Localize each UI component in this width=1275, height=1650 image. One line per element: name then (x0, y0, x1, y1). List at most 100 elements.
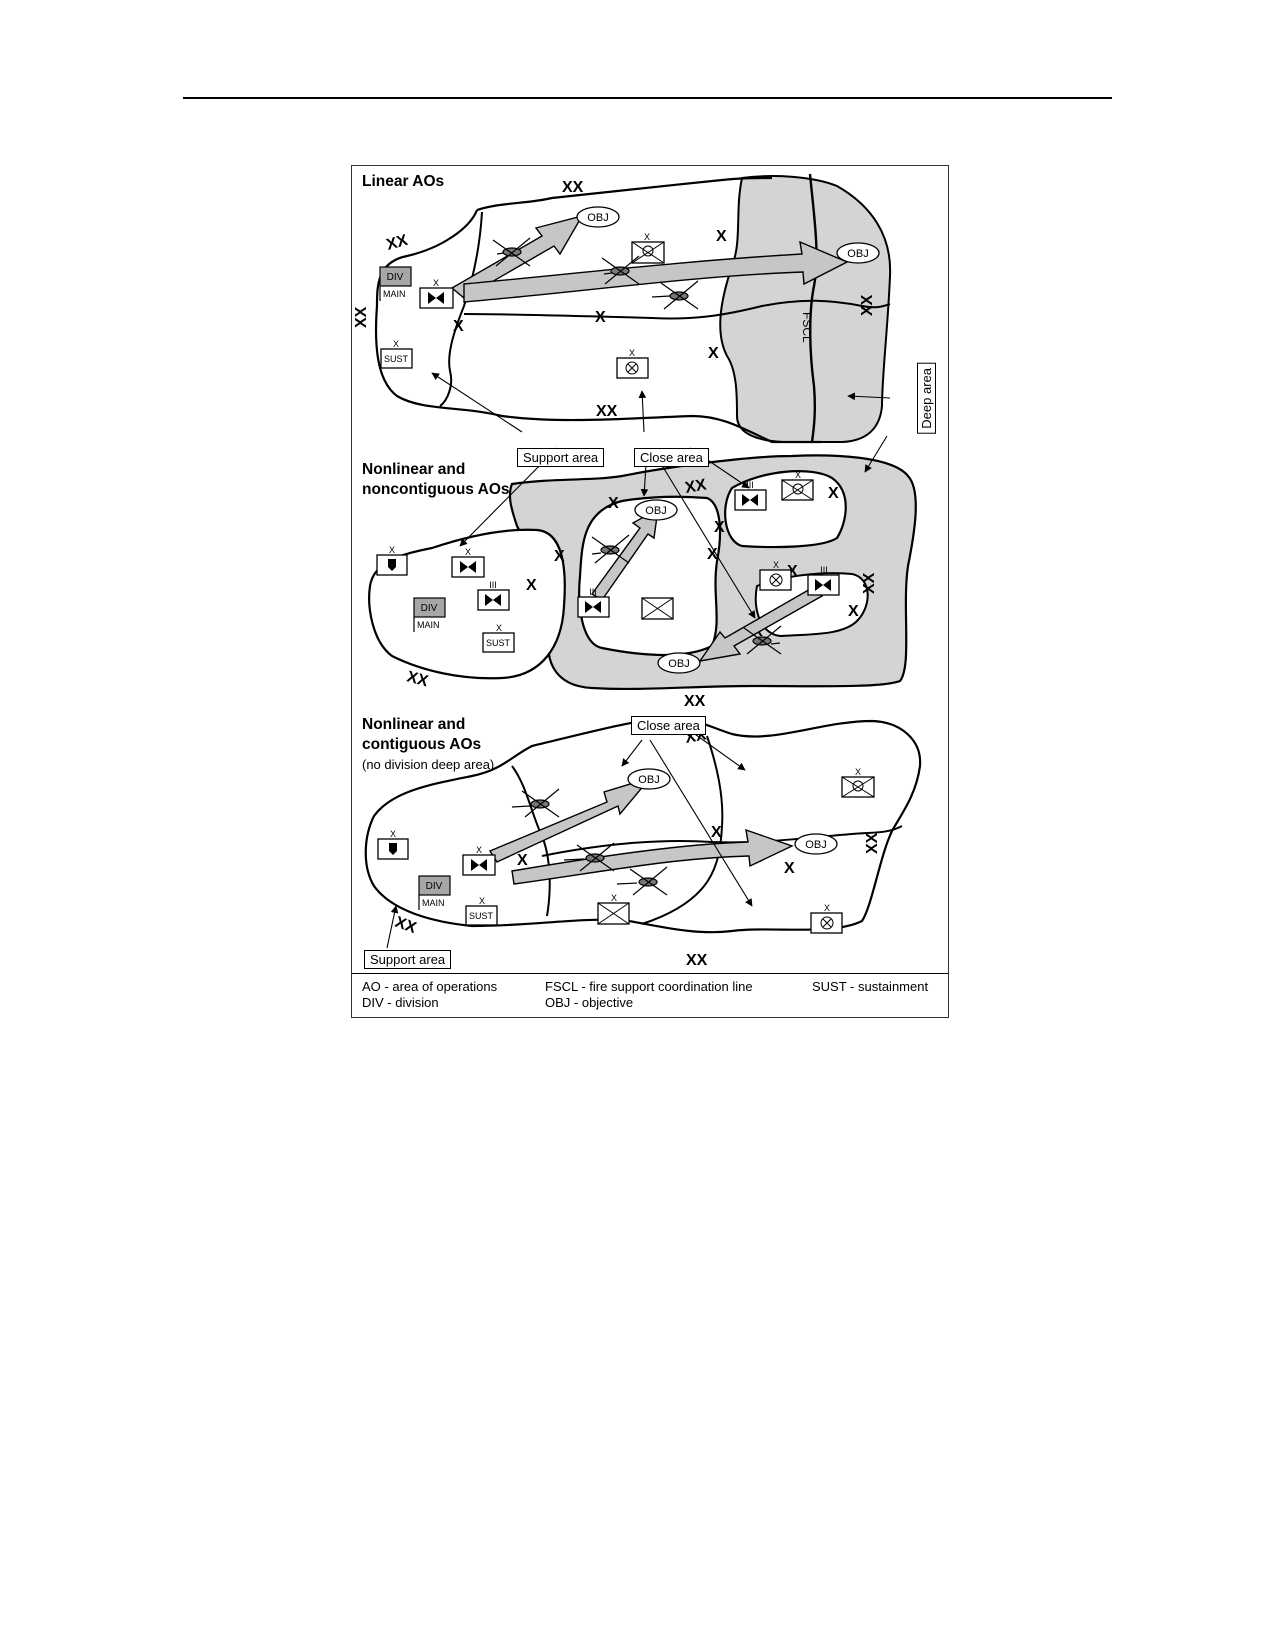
artillery-unit: X (631, 232, 665, 264)
div-label: DIV (421, 603, 438, 614)
echelon-label: X (795, 470, 801, 480)
close-area-leader (691, 731, 746, 771)
echelon-label: X (611, 893, 617, 903)
armor-battalion-unit: III (807, 565, 840, 596)
legend-entry: AO - area of operations (362, 979, 498, 994)
deep-area-shading (719, 175, 892, 443)
echelon-label: III (589, 587, 597, 597)
support-area-leader (431, 372, 523, 433)
brigade-boundary-mark: X (784, 860, 795, 877)
brigade-boundary-mark: X (595, 309, 606, 326)
support-unit: X (376, 545, 408, 576)
echelon-label: X (476, 845, 482, 855)
attack-arrow-obj-north (488, 776, 653, 863)
obj-label: OBJ (587, 212, 608, 224)
deep-area-leader (847, 392, 891, 401)
division-boundary-mark: XX (684, 693, 706, 710)
brigade-boundary-mark: X (828, 485, 839, 502)
legend-entry: DIV - division (362, 995, 439, 1010)
legend-col-1: AO - area of operations DIV - division (362, 979, 497, 1011)
main-label: MAIN (422, 898, 445, 908)
attack-helicopter-icon (511, 788, 560, 818)
division-ao-boundary (364, 716, 922, 934)
ao-diagram-svg: XX XX XX XX XX X X X X FSCL OBJ OBJ DIV … (353, 173, 922, 969)
section-title-noncontiguous-line2: noncontiguous AOs (362, 481, 510, 498)
attack-helicopter-icon (492, 237, 531, 267)
support-area-leader (386, 905, 399, 949)
attack-arrow-obj-southwest (698, 587, 824, 662)
obj-label: OBJ (847, 248, 868, 260)
legend-entry: FSCL - fire support coordination line (545, 979, 753, 994)
close-area-leader (651, 448, 756, 619)
division-boundary-mark: XX (353, 306, 370, 328)
obj-label: OBJ (668, 658, 689, 670)
echelon-label: X (496, 623, 502, 633)
signal-unit: X (759, 560, 792, 591)
brigade-boundary-mark: X (526, 577, 537, 594)
callout-close-area: Close area (631, 716, 706, 735)
signal-unit: X (810, 903, 843, 934)
signal-unit: X (616, 348, 649, 379)
echelon-label: X (629, 348, 635, 358)
echelon-label: X (433, 278, 439, 288)
div-main-command-post: DIV MAIN (413, 597, 446, 632)
linear-brigade-boundary-a (439, 211, 483, 407)
obj-marker: OBJ (576, 206, 620, 228)
legend-divider (352, 973, 948, 974)
division-boundary-mark: XX (405, 668, 430, 690)
echelon-label: X (773, 560, 779, 570)
section-title-contiguous-line1: Nonlinear and (362, 716, 466, 733)
div-label: DIV (426, 881, 443, 892)
attack-arrow-obj-east (511, 828, 794, 885)
echelon-label: III (489, 580, 497, 590)
armor-battalion-unit: III (577, 587, 610, 618)
sust-label: SUST (469, 911, 494, 921)
brigade-ao-center (578, 495, 722, 657)
artillery-unit: X (841, 767, 875, 798)
echelon-label: X (389, 545, 395, 555)
section-title-contiguous-line2: contiguous AOs (362, 736, 482, 753)
obj-label: OBJ (645, 505, 666, 517)
brigade-boundary-mark: X (714, 519, 725, 536)
close-area-leader (638, 390, 647, 433)
brigade-boundary-mark: X (453, 318, 464, 335)
echelon-label: X (393, 339, 399, 349)
close-area-leader (621, 739, 643, 767)
obj-marker: OBJ (657, 652, 701, 674)
sust-label: SUST (384, 354, 409, 364)
attack-helicopter-icon (616, 866, 668, 896)
legend-col-2: FSCL - fire support coordination line OB… (545, 979, 753, 1011)
echelon-label: X (855, 767, 861, 777)
division-boundary-mark: XX (686, 952, 708, 969)
infantry-unit: X (597, 893, 630, 925)
attack-helicopter-icon (651, 280, 699, 310)
fscl-line (808, 173, 818, 443)
brigade-boundary (641, 735, 724, 925)
callout-close-area: Close area (634, 448, 709, 467)
division-boundary-mark: XX (861, 572, 878, 594)
brigade-boundary-mark: X (848, 603, 859, 620)
brigade-boundary-mark: X (608, 495, 619, 512)
div-main-command-post: DIV MAIN (418, 875, 451, 910)
division-boundary-mark: XX (393, 914, 419, 937)
obj-marker: OBJ (627, 768, 671, 790)
main-label: MAIN (383, 289, 406, 299)
armor-brigade-unit: X (462, 845, 496, 876)
linear-division-ao-boundary (374, 176, 822, 444)
echelon-label: X (390, 829, 396, 839)
division-boundary-mark: XX (684, 476, 708, 497)
echelon-label: X (644, 232, 650, 242)
echelon-label: III (746, 480, 754, 490)
division-boundary-mark: XX (562, 179, 584, 196)
legend-col-3: SUST - sustainment (812, 979, 928, 995)
brigade-boundary-mark: X (517, 852, 528, 869)
section-subtitle-contiguous: (no division deep area) (362, 757, 495, 772)
sustainment-unit: X SUST (465, 896, 498, 926)
legend-entry: OBJ - objective (545, 995, 634, 1010)
obj-marker: OBJ (794, 833, 838, 855)
brigade-boundary-mark: X (707, 546, 718, 563)
armor-brigade-unit: X (419, 278, 454, 309)
echelon-label: X (479, 896, 485, 906)
echelon-label: X (465, 547, 471, 557)
div-label: DIV (387, 272, 404, 283)
